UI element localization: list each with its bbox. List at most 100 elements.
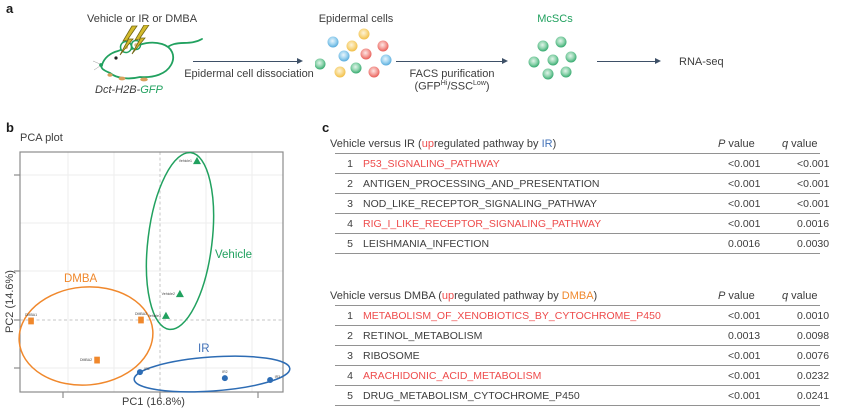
mouse-nose bbox=[99, 63, 103, 67]
cluster-ellipse-dmba bbox=[18, 286, 154, 386]
pca-x-axis-label: PC1 (16.8%) bbox=[122, 396, 185, 408]
q-value-cell: <0.001 bbox=[797, 197, 830, 210]
p-value-cell: <0.001 bbox=[728, 369, 761, 382]
p-value-cell: <0.001 bbox=[728, 309, 761, 322]
dissociation-arrow-label: Epidermal cell dissociation bbox=[184, 68, 314, 80]
mouse-paw bbox=[140, 77, 148, 82]
p-value-header: P value bbox=[718, 138, 755, 150]
header-rest: value bbox=[788, 290, 818, 302]
rank-cell: 5 bbox=[347, 389, 353, 402]
rank-cell: 4 bbox=[347, 369, 353, 382]
cell-dot-red bbox=[377, 40, 389, 52]
pathway-cell: ANTIGEN_PROCESSING_AND_PRESENTATION bbox=[363, 177, 600, 190]
table-title: Vehicle versus DMBA (upregulated pathway… bbox=[330, 290, 597, 302]
pathway-cell: DRUG_METABOLISM_CYTOCHROME_P450 bbox=[363, 389, 580, 402]
title-part: regulated pathway by bbox=[433, 138, 542, 150]
p-value-cell: <0.001 bbox=[728, 349, 761, 362]
epidermal-cells-label: Epidermal cells bbox=[318, 13, 394, 25]
p-value-cell: <0.001 bbox=[728, 217, 761, 230]
data-point-label: IR2 bbox=[222, 370, 228, 374]
facs-gate-part: (GFP bbox=[414, 80, 441, 93]
title-part: DMBA bbox=[561, 290, 594, 302]
pathway-cell: LEISHMANIA_INFECTION bbox=[363, 237, 490, 250]
stat-symbol: q bbox=[782, 138, 789, 150]
q-value-cell: 0.0010 bbox=[797, 309, 830, 322]
pca-y-axis-label: PC2 (14.6%) bbox=[4, 270, 16, 333]
mouse-whiskers bbox=[92, 60, 101, 71]
header-rest: value bbox=[788, 138, 818, 150]
grid-lines bbox=[20, 152, 283, 392]
data-point-vehicle bbox=[175, 289, 184, 298]
mouse-paw bbox=[107, 73, 113, 77]
stat-symbol: q bbox=[782, 290, 789, 302]
cell-dot-blue bbox=[380, 54, 392, 66]
data-point-label: Vehicle2 bbox=[162, 292, 175, 296]
pathway-cell: RETINOL_METABOLISM bbox=[363, 329, 483, 342]
facs-sup-low: Low bbox=[473, 80, 486, 87]
p-value-cell: <0.001 bbox=[728, 157, 761, 170]
stat-symbol: P bbox=[718, 138, 726, 150]
data-point-dmba bbox=[138, 316, 144, 324]
q-value-cell: 0.0241 bbox=[797, 389, 830, 402]
cell-dot-blue bbox=[327, 36, 339, 48]
stat-symbol: P bbox=[718, 290, 726, 302]
table-title: Vehicle versus IR (upregulated pathway b… bbox=[330, 138, 556, 150]
data-point-dmba bbox=[94, 356, 100, 364]
rank-cell: 4 bbox=[347, 217, 353, 230]
rnaseq-arrow bbox=[597, 57, 661, 64]
cell-dot-blue bbox=[338, 50, 350, 62]
panel-a-label: a bbox=[6, 1, 14, 16]
q-value-cell: 0.0016 bbox=[797, 217, 830, 230]
pathway-cell: NOD_LIKE_RECEPTOR_SIGNALING_PATHWAY bbox=[363, 197, 597, 210]
mcsc-cluster bbox=[528, 36, 577, 80]
cell-dot-yellow bbox=[358, 28, 370, 40]
mouse-illustration bbox=[92, 25, 203, 82]
q-value-cell: 0.0098 bbox=[797, 329, 830, 342]
pathway-table-ir: Vehicle versus IR (upregulated pathway b… bbox=[330, 131, 835, 254]
cluster-ellipse-ir bbox=[133, 355, 291, 393]
facs-gate-part: /SSC bbox=[447, 80, 474, 93]
cell-dot-green bbox=[315, 58, 326, 70]
panel-b-label: b bbox=[6, 120, 14, 135]
data-point-label: DMBA3 bbox=[135, 312, 147, 316]
q-value-cell: <0.001 bbox=[797, 157, 830, 170]
p-value-cell: 0.0016 bbox=[728, 237, 761, 250]
header-rest: value bbox=[725, 138, 755, 150]
rnaseq-label: RNA-seq bbox=[679, 56, 724, 68]
cell-dot-green bbox=[560, 66, 572, 78]
title-part: regulated pathway by bbox=[454, 290, 562, 302]
data-point-label: IR3 bbox=[275, 375, 281, 379]
mouse-eye bbox=[114, 56, 118, 60]
title-part: ) bbox=[593, 290, 598, 302]
cell-dot-yellow bbox=[334, 66, 346, 78]
rank-cell: 2 bbox=[347, 329, 353, 342]
pathway-cell: RIBOSOME bbox=[363, 349, 420, 362]
title-part: IR bbox=[541, 138, 553, 150]
q-value-header: q value bbox=[782, 138, 817, 150]
data-point-label: IR1 bbox=[144, 367, 150, 371]
title-part: ) bbox=[552, 138, 557, 150]
mouse-paw bbox=[118, 76, 126, 81]
data-point-label: Vehicle3 bbox=[148, 314, 161, 318]
facs-label: FACS purification bbox=[409, 68, 495, 80]
rank-cell: 3 bbox=[347, 349, 353, 362]
plot-border bbox=[19, 151, 284, 393]
zero-lines bbox=[20, 152, 283, 392]
cell-dot-red bbox=[360, 48, 372, 60]
group-label-dmba: DMBA bbox=[64, 273, 98, 285]
group-label-ir: IR bbox=[198, 343, 210, 355]
data-point-label: DMBA2 bbox=[80, 358, 92, 362]
data-point-vehicle bbox=[192, 156, 201, 165]
q-value-cell: <0.001 bbox=[797, 177, 830, 190]
gfp-label: GFP bbox=[140, 84, 163, 96]
dissociation-arrow bbox=[193, 57, 303, 64]
cell-dot-green bbox=[350, 62, 362, 74]
